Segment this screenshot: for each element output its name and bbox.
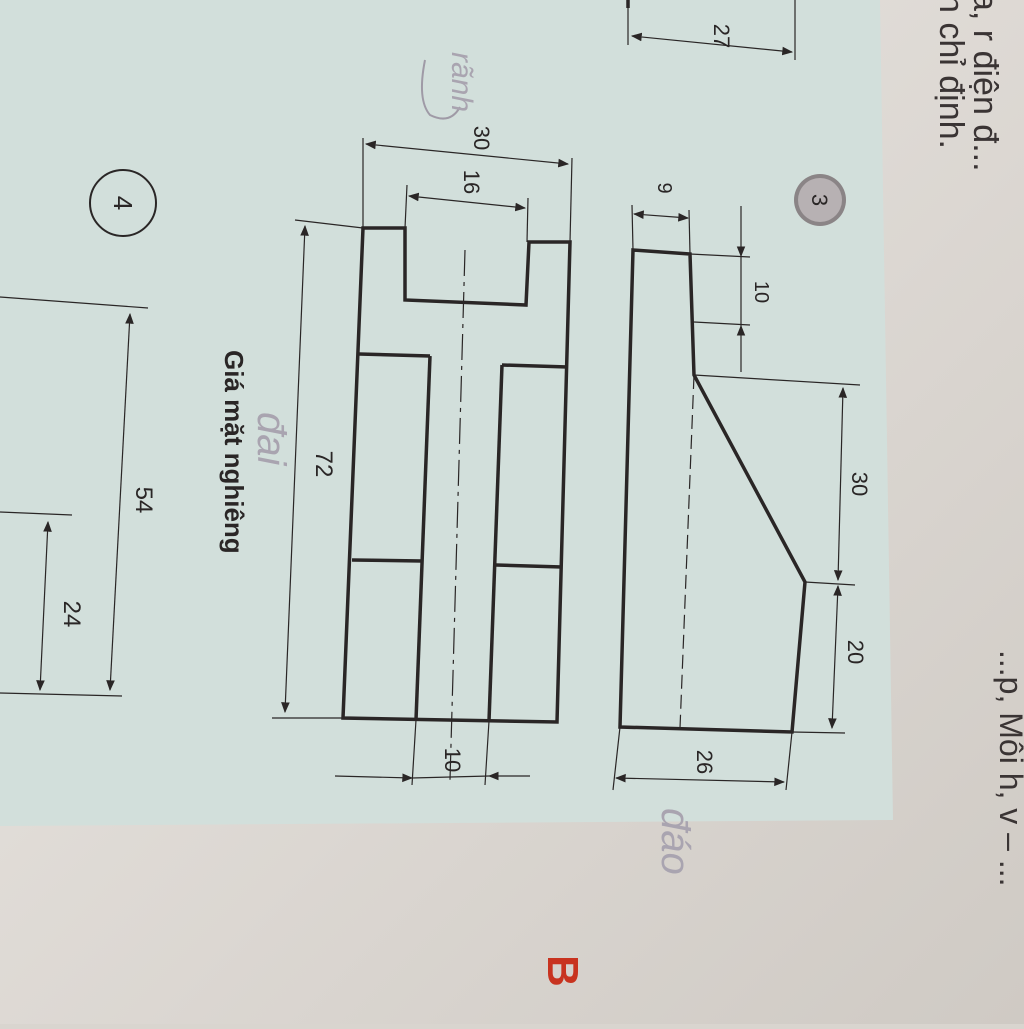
dim-26-label: 26 — [692, 750, 717, 774]
left-partial-figure — [0, 296, 149, 697]
front-view — [272, 138, 573, 786]
dim-54-line — [106, 312, 134, 692]
dim-20-side-line — [828, 584, 842, 730]
dim-20-side-label: 20 — [843, 640, 868, 664]
corner-letter: B — [538, 955, 587, 987]
svg-text:3: 3 — [807, 194, 832, 206]
figure-title: Giá mặt nghiêng — [219, 350, 249, 554]
dim-24-label: 24 — [58, 601, 85, 628]
side-text-main: n chỉ định. — [932, 0, 970, 149]
dim-10-line — [411, 775, 490, 779]
svg-text:4: 4 — [108, 196, 138, 210]
dim-27-line — [630, 32, 794, 56]
side-text-top: a, r điện đ... — [966, 0, 1004, 172]
dim-72-line — [281, 224, 309, 714]
dim-27-label: 27 — [709, 24, 734, 48]
dim-9-label: 9 — [653, 182, 675, 193]
side-text-group: a, r điện đ... n chỉ định. — [932, 0, 1004, 172]
dim-10-label: 10 — [440, 748, 465, 772]
side-text-right: ...p, Mỗi h, v – ... — [993, 650, 1024, 887]
figure-number-4: 4 — [89, 169, 157, 237]
figure-badge-3: 3 — [794, 174, 846, 226]
dim-16-line — [407, 192, 527, 212]
pencil-note-ranh: rãnh — [445, 52, 478, 112]
dim-72-label: 72 — [310, 451, 337, 478]
dim-26-line — [614, 773, 786, 787]
dim-9-line — [632, 210, 690, 222]
dim-24-line — [36, 520, 52, 692]
pencil-note-dai: đai — [249, 412, 293, 466]
drawing-panel — [0, 0, 893, 826]
dim-10-side-label: 10 — [750, 281, 772, 303]
dim-30-line — [364, 140, 570, 168]
dim-16-label: 16 — [459, 170, 484, 194]
dim-54-label: 54 — [130, 487, 157, 514]
side-view — [612, 204, 861, 791]
dim-30-side-label: 30 — [847, 472, 872, 496]
pencil-annotations — [420, 59, 461, 120]
dim-30-label: 30 — [469, 126, 494, 150]
dim-30-side-line — [833, 386, 848, 582]
pencil-note-dao: đáo — [653, 808, 697, 875]
